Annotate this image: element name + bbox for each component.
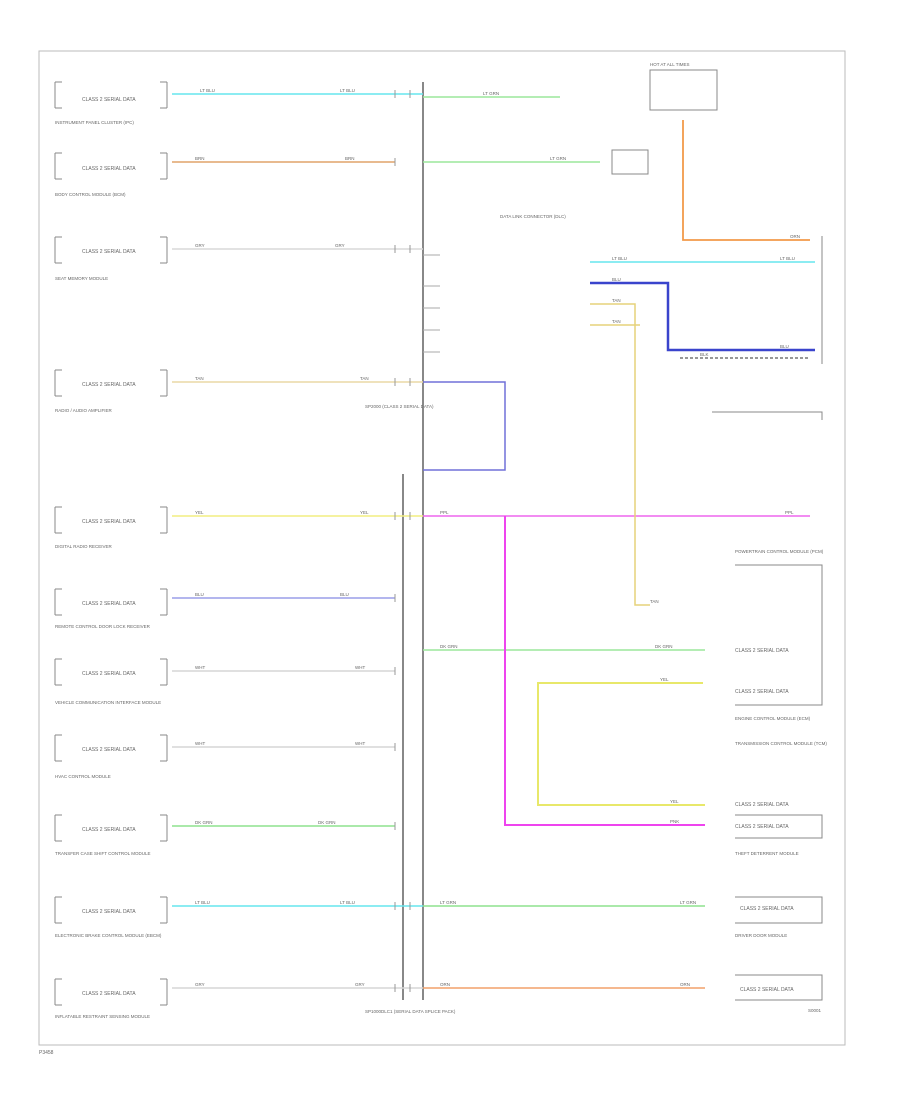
module-label: CLASS 2 SERIAL DATA xyxy=(82,827,136,833)
wire-label: LT BLU xyxy=(780,256,795,261)
wire-label: BLU xyxy=(195,592,204,597)
wire-label: DK GRN xyxy=(318,820,336,825)
module-label: CLASS 2 SERIAL DATA xyxy=(740,987,794,993)
module-label: CLASS 2 SERIAL DATA xyxy=(82,671,136,677)
wire-label: WHT xyxy=(355,665,365,670)
module-name: DIGITAL RADIO RECEIVER xyxy=(55,544,113,549)
module-name: DATA LINK CONNECTOR (DLC) xyxy=(500,214,566,219)
module-label: CLASS 2 SERIAL DATA xyxy=(82,601,136,607)
module-label: CLASS 2 SERIAL DATA xyxy=(735,648,789,654)
module-label: CLASS 2 SERIAL DATA xyxy=(740,906,794,912)
right-wire-labels: LT GRN LT GRN LT BLU BLU TAN TAN ORN LT … xyxy=(440,91,800,987)
module-name: SEAT MEMORY MODULE xyxy=(55,276,108,281)
wire-label: DK GRN xyxy=(195,820,213,825)
module-name: ENGINE CONTROL MODULE (ECM) xyxy=(735,716,811,721)
footer-code: P3458 xyxy=(39,1050,54,1056)
module-label: CLASS 2 SERIAL DATA xyxy=(82,909,136,915)
wire-label: BRN xyxy=(195,156,205,161)
wire-label: YEL xyxy=(360,510,369,515)
module-label: CLASS 2 SERIAL DATA xyxy=(735,824,789,830)
wire-label: GRY xyxy=(195,243,205,248)
wire-label: PPL xyxy=(785,510,794,515)
module-name: TRANSMISSION CONTROL MODULE (TCM) xyxy=(735,741,827,746)
wire-label: ORN xyxy=(440,982,450,987)
module-name: INFLATABLE RESTRAINT SENSING MODULE xyxy=(55,1014,150,1019)
wire-label: BRN xyxy=(345,156,355,161)
module-name: HVAC CONTROL MODULE xyxy=(55,774,111,779)
wire-label: BLU xyxy=(780,344,789,349)
right-module-names: DATA LINK CONNECTOR (DLC) HOT AT ALL TIM… xyxy=(500,62,827,938)
module-name: THEFT DETERRENT MODULE xyxy=(735,851,799,856)
wire-label: LT GRN xyxy=(550,156,566,161)
wire-label: GRY xyxy=(335,243,345,248)
module-name: ELECTRONIC BRAKE CONTROL MODULE (EBCM) xyxy=(55,933,162,938)
diagram-frame xyxy=(38,50,846,1046)
splice-pack-bars xyxy=(402,82,424,1000)
wire-label: YEL xyxy=(660,677,669,682)
wire-label: TAN xyxy=(360,376,369,381)
wire-label: YEL xyxy=(670,799,679,804)
module-label: CLASS 2 SERIAL DATA xyxy=(735,689,789,695)
splice-caption: SP1000DLC1 (SERIAL DATA SPLICE PACK) xyxy=(365,1009,456,1014)
module-name: HOT AT ALL TIMES xyxy=(650,62,690,67)
splice-ticks xyxy=(394,90,411,992)
module-name: REMOTE CONTROL DOOR LOCK RECEIVER xyxy=(55,624,151,629)
wire-label: WHT xyxy=(355,741,365,746)
wire-label: YEL xyxy=(195,510,204,515)
wire-label: DK GRN xyxy=(655,644,673,649)
wire-label: BLU xyxy=(340,592,349,597)
wire-label: DK GRN xyxy=(440,644,458,649)
wire-label: ORN xyxy=(680,982,690,987)
module-name: BODY CONTROL MODULE (BCM) xyxy=(55,192,126,197)
module-label: CLASS 2 SERIAL DATA xyxy=(82,166,136,172)
right-wires xyxy=(423,96,815,989)
wire-label: PNK xyxy=(670,819,679,824)
right-box-labels: CLASS 2 SERIAL DATA CLASS 2 SERIAL DATA … xyxy=(735,648,794,993)
module-label: CLASS 2 SERIAL DATA xyxy=(82,991,136,997)
wire-label: PPL xyxy=(440,510,449,515)
wire-label: LT GRN xyxy=(440,900,456,905)
wire-label: TAN xyxy=(195,376,204,381)
module-label: CLASS 2 SERIAL DATA xyxy=(82,519,136,525)
splice-caption: SP2000 (CLASS 2 SERIAL DATA) xyxy=(365,404,434,409)
wire-label: GRY xyxy=(355,982,365,987)
wire-label: LT BLU xyxy=(200,88,215,93)
module-name: VEHICLE COMMUNICATION INTERFACE MODULE xyxy=(55,700,161,705)
wire-label: TAN xyxy=(612,298,621,303)
module-label: CLASS 2 SERIAL DATA xyxy=(735,802,789,808)
module-label: CLASS 2 SERIAL DATA xyxy=(82,382,136,388)
wire-label: BLU xyxy=(612,277,621,282)
left-module-names: INSTRUMENT PANEL CLUSTER (IPC) BODY CONT… xyxy=(55,120,162,1019)
wire-label: WHT xyxy=(195,665,205,670)
splice-cavities xyxy=(423,254,440,353)
module-label: CLASS 2 SERIAL DATA xyxy=(82,97,136,103)
left-module-boxes xyxy=(54,81,168,1006)
wire-label: LT BLU xyxy=(195,900,210,905)
wire-label: TAN xyxy=(650,599,659,604)
left-box-labels: CLASS 2 SERIAL DATA CLASS 2 SERIAL DATA … xyxy=(82,97,136,997)
wire-label: LT BLU xyxy=(612,256,627,261)
wire-label: LT GRN xyxy=(680,900,696,905)
left-wire-labels: LT BLU LT BLU BRN BRN GRY GRY TAN TAN YE… xyxy=(195,88,369,987)
left-wires xyxy=(172,93,423,989)
right-module-boxes xyxy=(611,69,823,1001)
module-label: CLASS 2 SERIAL DATA xyxy=(82,249,136,255)
module-label: CLASS 2 SERIAL DATA xyxy=(82,747,136,753)
wire-label: LT BLU xyxy=(340,900,355,905)
wire-label: TAN xyxy=(612,319,621,324)
wire-label: ORN xyxy=(790,234,800,239)
wire-label: GRY xyxy=(195,982,205,987)
module-name: POWERTRAIN CONTROL MODULE (PCM) xyxy=(735,549,824,554)
wire-label: LT BLU xyxy=(340,88,355,93)
wire-label: WHT xyxy=(195,741,205,746)
wire-label: LT GRN xyxy=(483,91,499,96)
module-name: INSTRUMENT PANEL CLUSTER (IPC) xyxy=(55,120,134,125)
module-name: RADIO / AUDIO AMPLIFIER xyxy=(55,408,113,413)
page-ref: S0001 xyxy=(808,1008,822,1013)
module-name: DRIVER DOOR MODULE xyxy=(735,933,787,938)
wire-label: BLK xyxy=(700,352,709,357)
module-name: TRANSFER CASE SHIFT CONTROL MODULE xyxy=(55,851,151,856)
